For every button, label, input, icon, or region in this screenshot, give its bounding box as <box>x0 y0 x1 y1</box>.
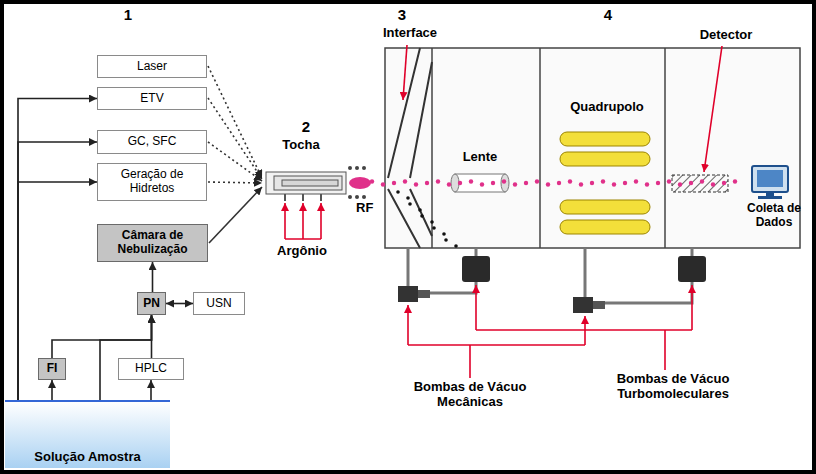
box-label: FI <box>47 362 58 376</box>
section-number: 2 <box>296 118 316 135</box>
part-label: Detector <box>686 28 766 43</box>
lens <box>451 174 509 192</box>
torch <box>266 166 371 201</box>
flow-arrow <box>151 315 153 358</box>
quadrupole-rods <box>560 132 650 234</box>
part-label: Lente <box>448 150 512 165</box>
section-number: 4 <box>598 6 618 23</box>
pump-pointers <box>408 285 692 378</box>
detector <box>672 175 728 192</box>
sample-band: Solução Amostra <box>5 400 170 468</box>
part-label: Argônio <box>262 244 342 259</box>
flow-arrow <box>18 142 97 400</box>
introduction-arrows <box>208 66 262 183</box>
flow-arrow <box>150 380 152 400</box>
flow-arrow <box>51 380 53 400</box>
flow-arrow <box>18 99 97 401</box>
part-label: Coleta de Dados <box>740 202 808 230</box>
flow-arrow <box>166 303 193 305</box>
box-label: ETV <box>140 92 163 106</box>
box-label: Laser <box>137 60 167 74</box>
component-box: GC, SFC <box>97 130 207 154</box>
component-box: ETV <box>97 87 207 110</box>
component-box: FI <box>38 358 66 380</box>
computer <box>752 166 788 199</box>
box-label: Câmara de Nebulização <box>102 229 203 257</box>
box-label: GC, SFC <box>128 135 177 149</box>
part-label: Bombas de Vácuo Turbomoleculares <box>588 372 758 402</box>
part-label: Tocha <box>276 138 326 153</box>
part-label: RF <box>356 201 380 216</box>
flow-arrow <box>152 262 154 292</box>
part-label: Interface <box>370 26 450 41</box>
box-label: USN <box>206 297 231 311</box>
flow-arrow <box>18 182 97 400</box>
flow-arrow <box>52 315 152 358</box>
component-box: Geração de Hidretos <box>97 163 207 201</box>
component-box: USN <box>193 292 245 315</box>
interface-cones <box>388 48 432 248</box>
section-number: 1 <box>118 6 138 23</box>
vacuum-pumps <box>398 248 706 313</box>
ion-beam <box>370 179 737 248</box>
component-box: Laser <box>97 55 207 78</box>
box-label: Solução Amostra <box>34 450 140 465</box>
box-label: PN <box>143 297 160 311</box>
component-box: HPLC <box>118 358 184 380</box>
component-box: Câmara de Nebulização <box>97 224 208 262</box>
section-number: 3 <box>392 6 412 23</box>
interface-pointer <box>403 45 407 100</box>
mass-spectrometer-housing <box>385 48 800 248</box>
part-label: Quadrupolo <box>552 100 662 115</box>
box-label: HPLC <box>135 362 167 376</box>
component-box: PN <box>137 292 166 315</box>
nebulizer-arrow <box>209 187 262 243</box>
argon-arrows <box>285 203 321 239</box>
detector-pointer <box>704 46 722 172</box>
box-label: Geração de Hidretos <box>102 168 202 196</box>
part-label: Bombas de Vácuo Mecânicas <box>400 380 540 410</box>
